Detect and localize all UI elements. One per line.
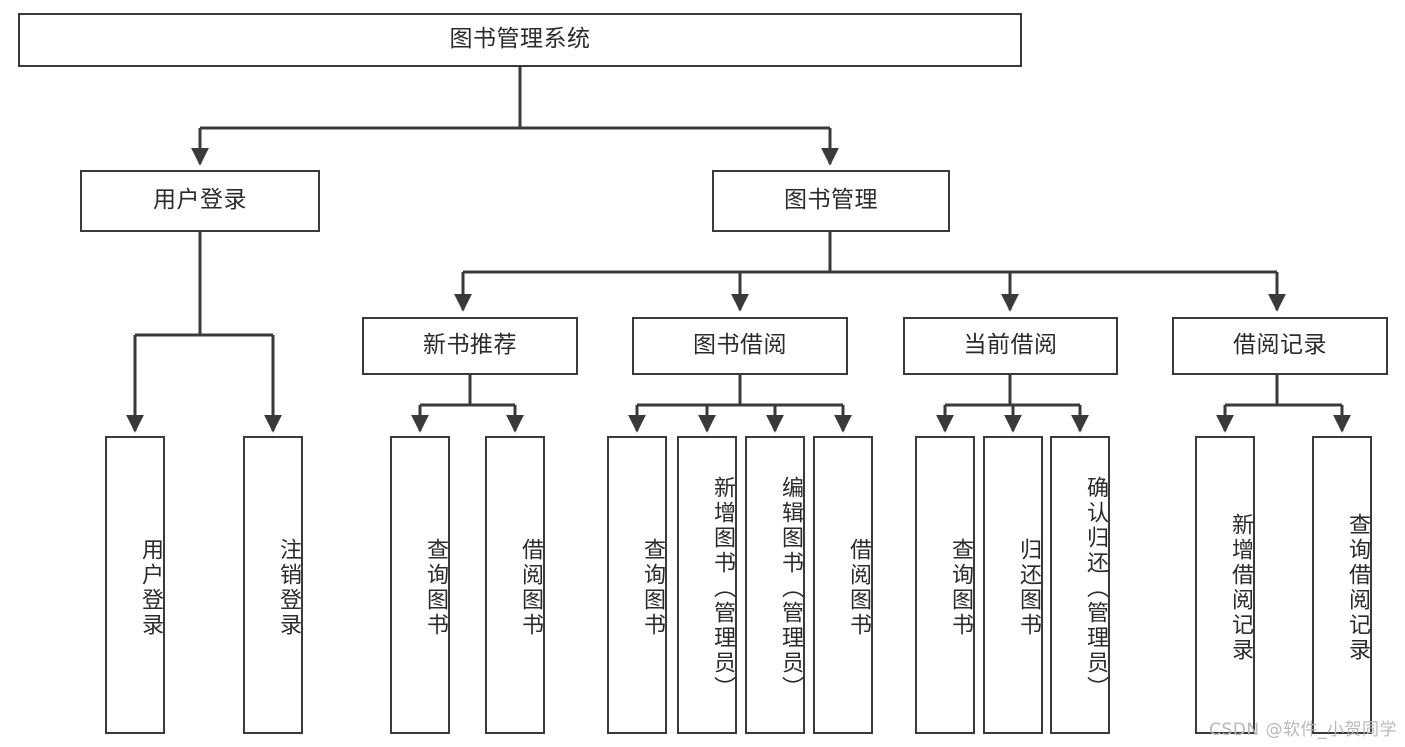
node-leaf-query-book-3-label: 查询图书 [948, 538, 973, 638]
node-user-login-label: 用户登录 [153, 187, 247, 214]
node-leaf-return-book-label: 归还图书 [1016, 538, 1041, 638]
node-leaf-add-book[interactable]: 新增图书（管理员） [677, 436, 737, 734]
node-leaf-add-record[interactable]: 新增借阅记录 [1195, 436, 1255, 734]
node-borrow-record[interactable]: 借阅记录 [1172, 317, 1388, 375]
node-leaf-add-record-label: 新增借阅记录 [1228, 513, 1253, 663]
node-borrow-record-label: 借阅记录 [1233, 332, 1327, 359]
node-leaf-logout[interactable]: 注销登录 [243, 436, 303, 734]
node-leaf-edit-book-label: 编辑图书（管理员） [778, 475, 803, 701]
node-new-book-rec-label: 新书推荐 [423, 332, 517, 359]
node-leaf-user-login[interactable]: 用户登录 [105, 436, 165, 734]
node-current-borrow-label: 当前借阅 [963, 332, 1058, 359]
node-leaf-query-book-2[interactable]: 查询图书 [607, 436, 667, 734]
node-leaf-query-book-3[interactable]: 查询图书 [915, 436, 975, 734]
node-leaf-query-book-1-label: 查询图书 [423, 538, 448, 638]
node-leaf-logout-label: 注销登录 [276, 538, 301, 638]
node-leaf-confirm-return-label: 确认归还（管理员） [1083, 475, 1108, 701]
node-leaf-user-login-label: 用户登录 [138, 538, 163, 638]
node-leaf-return-book[interactable]: 归还图书 [983, 436, 1043, 734]
node-leaf-borrow-book-1-label: 借阅图书 [518, 538, 543, 638]
node-leaf-query-record[interactable]: 查询借阅记录 [1312, 436, 1372, 734]
node-leaf-query-book-1[interactable]: 查询图书 [390, 436, 450, 734]
node-leaf-borrow-book-1[interactable]: 借阅图书 [485, 436, 545, 734]
node-user-login[interactable]: 用户登录 [80, 170, 320, 232]
node-current-borrow[interactable]: 当前借阅 [903, 317, 1118, 375]
node-book-manage-label: 图书管理 [784, 187, 878, 214]
node-leaf-query-book-2-label: 查询图书 [640, 538, 665, 638]
node-leaf-edit-book[interactable]: 编辑图书（管理员） [745, 436, 805, 734]
node-leaf-confirm-return[interactable]: 确认归还（管理员） [1050, 436, 1110, 734]
node-leaf-add-book-label: 新增图书（管理员） [710, 475, 735, 701]
node-root-label: 图书管理系统 [449, 26, 591, 53]
node-book-manage[interactable]: 图书管理 [712, 170, 950, 232]
node-leaf-borrow-book-2[interactable]: 借阅图书 [813, 436, 873, 734]
node-leaf-borrow-book-2-label: 借阅图书 [846, 538, 871, 638]
node-new-book-rec[interactable]: 新书推荐 [362, 317, 578, 375]
node-book-borrow[interactable]: 图书借阅 [632, 317, 848, 375]
node-leaf-query-record-label: 查询借阅记录 [1345, 513, 1370, 663]
node-root[interactable]: 图书管理系统 [18, 13, 1022, 67]
node-book-borrow-label: 图书借阅 [693, 332, 787, 359]
